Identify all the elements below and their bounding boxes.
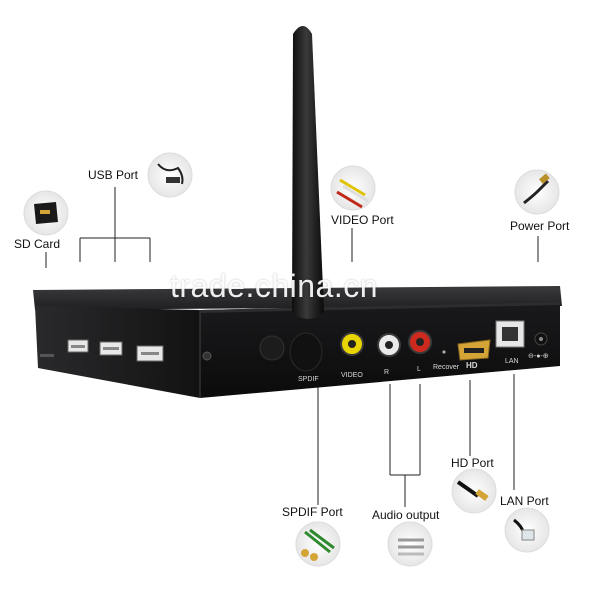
video-cable-thumb — [330, 165, 376, 211]
rear-ports — [259, 320, 548, 361]
sd-card-thumb — [23, 190, 69, 236]
usb-port-label: USB Port — [88, 168, 139, 182]
lan-print: LAN — [505, 358, 519, 365]
usb-cable-thumb — [147, 152, 193, 198]
spdif-print: SPDIF — [298, 376, 319, 383]
power-print: ⊖-●-⊕ — [528, 353, 549, 360]
r-print: R — [384, 369, 390, 376]
power-cable-thumb — [514, 169, 560, 215]
hd-print: HD — [466, 361, 478, 370]
lan-cable-thumb — [504, 507, 550, 553]
video-port-label: VIDEO Port — [331, 213, 394, 227]
antenna — [289, 26, 324, 372]
audio-output-label: Audio output — [372, 508, 440, 522]
hd-port-label: HD Port — [451, 456, 494, 470]
power-port-label: Power Port — [510, 219, 570, 233]
spdif-port-label: SPDIF Port — [282, 505, 343, 519]
lan-port-label: LAN Port — [500, 494, 549, 508]
side-ports — [40, 339, 212, 362]
spdif-cable-thumb — [295, 521, 341, 567]
sd-card-label: SD Card — [14, 237, 61, 251]
callout-lines — [45, 187, 539, 507]
audio-cable-thumb — [387, 521, 433, 567]
recover-print: Recover — [433, 364, 460, 371]
l-print: L — [417, 366, 421, 373]
hdmi-cable-thumb — [451, 468, 497, 514]
watermark: trade.china.cn — [170, 268, 379, 304]
video-print: VIDEO — [341, 372, 363, 379]
